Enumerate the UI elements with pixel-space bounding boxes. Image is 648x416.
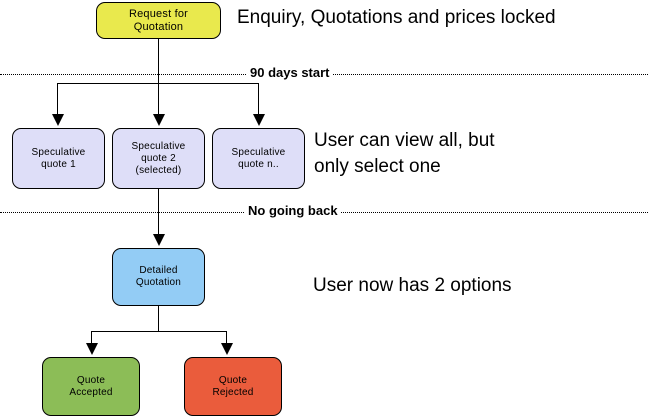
arrowhead-speculative-1 bbox=[52, 114, 64, 126]
connector-drop-speculative-2 bbox=[158, 83, 159, 116]
connector-rfq-stem bbox=[158, 39, 159, 83]
connector-drop-speculative-1 bbox=[57, 83, 58, 116]
node-quote-accepted[interactable]: Quote Accepted bbox=[42, 357, 140, 416]
arrowhead-quote-accepted bbox=[86, 343, 98, 355]
node-speculative-quote-n[interactable]: Speculative quote n.. bbox=[212, 128, 305, 189]
divider-label-90-days: 90 days start bbox=[247, 66, 333, 80]
node-detailed-quotation[interactable]: Detailed Quotation bbox=[112, 248, 205, 306]
annotation-enquiry-prices-locked: Enquiry, Quotations and prices locked bbox=[237, 7, 556, 28]
arrowhead-speculative-2 bbox=[153, 114, 165, 126]
node-speculative-quote-1[interactable]: Speculative quote 1 bbox=[12, 128, 105, 189]
node-quote-rejected[interactable]: Quote Rejected bbox=[184, 357, 282, 416]
connector-drop-speculative-3 bbox=[258, 83, 259, 116]
annotation-user-now-has-2-options: User now has 2 options bbox=[313, 275, 512, 296]
arrowhead-detailed-quotation bbox=[153, 234, 165, 246]
divider-label-no-going-back: No going back bbox=[245, 204, 341, 218]
node-speculative-quote-2-selected[interactable]: Speculative quote 2 (selected) bbox=[112, 128, 205, 189]
connector-detailed-stem bbox=[158, 306, 159, 332]
connector-drop-rejected bbox=[226, 331, 227, 345]
node-request-for-quotation[interactable]: Request for Quotation bbox=[96, 2, 221, 39]
arrowhead-speculative-3 bbox=[253, 114, 265, 126]
connector-drop-accepted bbox=[91, 331, 92, 345]
arrowhead-quote-rejected bbox=[221, 343, 233, 355]
connector-outcome-branch-bar bbox=[91, 331, 226, 332]
annotation-user-can-view-all: User can view all, but only select one bbox=[314, 130, 495, 177]
